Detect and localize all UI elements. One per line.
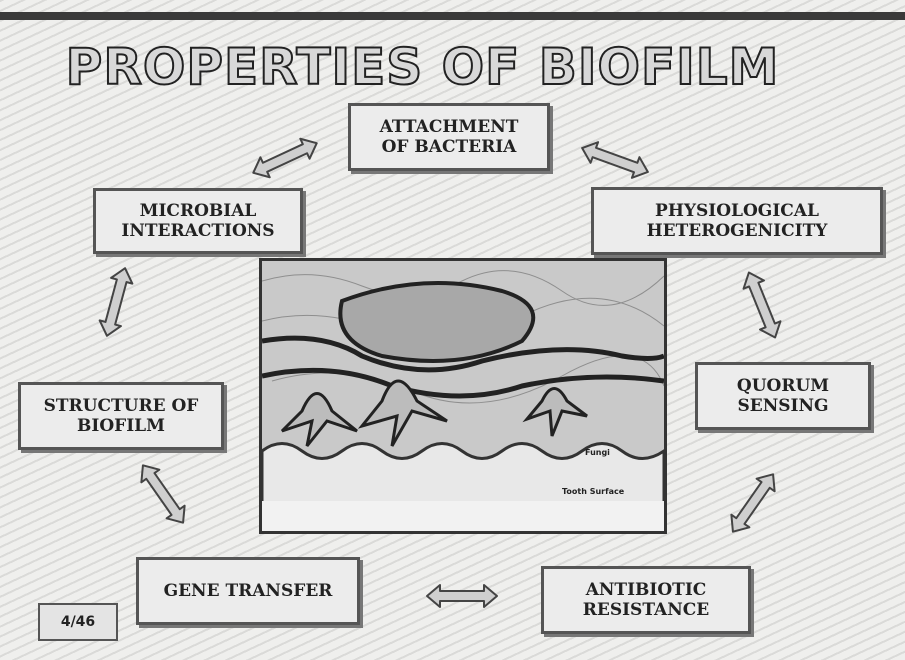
node-attachment-of-bacteria: ATTACHMENT OF BACTERIA: [348, 103, 550, 171]
arrow-attach-micro: [249, 133, 322, 183]
arrow-quorum-anti: [724, 468, 782, 538]
arrow-attach-physio: [578, 138, 651, 183]
arrow-physio-quorum: [739, 268, 786, 341]
arrow-gene-struct: [134, 459, 192, 529]
arrow-anti-gene: [427, 585, 497, 607]
node-quorum-sensing: QUORUM SENSING: [695, 362, 871, 430]
node-structure-of-biofilm: STRUCTURE OF BIOFILM: [18, 382, 224, 450]
node-physiological-heterogenicity: PHYSIOLOGICAL HETEROGENICITY: [591, 187, 883, 255]
node-microbial-interactions: MICROBIAL INTERACTIONS: [93, 188, 303, 254]
image-label-2: Tooth Surface: [562, 487, 624, 496]
node-antibiotic-resistance: ANTIBIOTIC RESISTANCE: [541, 566, 751, 634]
image-label-1: Fungi: [585, 448, 610, 457]
arrow-struct-micro: [96, 265, 135, 338]
node-gene-transfer: GENE TRANSFER: [136, 557, 360, 625]
page-number: 4/46: [38, 603, 118, 641]
biofilm-micrograph: Fungi Tooth Surface: [259, 258, 667, 534]
